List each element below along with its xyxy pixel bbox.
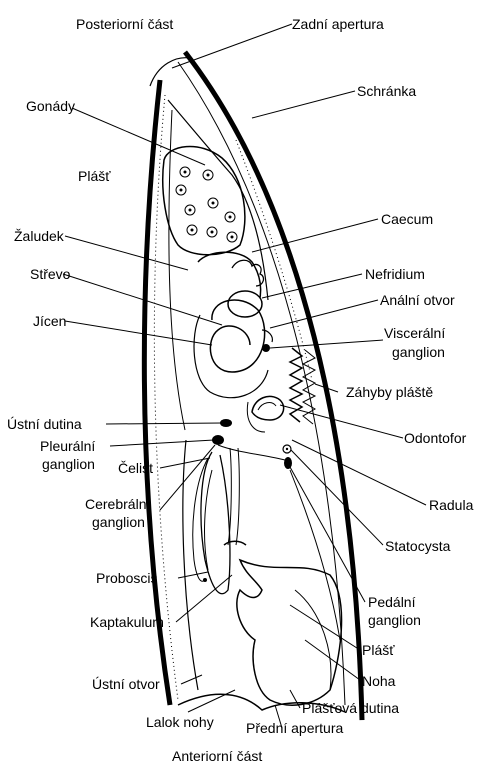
label-noha: Noha	[362, 673, 395, 689]
nefridium-shape	[228, 291, 262, 317]
label-posterior: Posteriorní část	[76, 16, 173, 32]
label-plastova-dutina: Plášťová dutina	[302, 700, 399, 716]
label-lalok-nohy: Lalok nohy	[146, 714, 214, 730]
label-plast-upper: Plášť	[78, 168, 110, 184]
label-proboscis: Proboscis	[96, 570, 157, 586]
label-cerebralni-ganglion-1: Cerebrální	[85, 496, 150, 512]
label-analni-otvor: Anální otvor	[380, 292, 455, 308]
label-predni-apertura: Přední apertura	[246, 720, 343, 736]
label-celist: Čelist	[118, 460, 153, 476]
label-zaludek: Žaludek	[14, 228, 64, 244]
label-pedalni-ganglion-1: Pedální	[368, 594, 415, 610]
label-visceralni-ganglion-1: Viscerální	[384, 325, 445, 341]
label-statocysta: Statocysta	[385, 538, 450, 554]
label-caecum: Caecum	[381, 211, 433, 227]
label-kaptakulum: Kaptakulum	[90, 614, 164, 630]
label-nefridium: Nefridium	[365, 266, 425, 282]
label-cerebralni-ganglion-2: ganglion	[92, 514, 145, 530]
label-ustni-dutina: Ústní dutina	[7, 416, 82, 432]
label-pleuralni-ganglion-2: ganglion	[42, 456, 95, 472]
label-zahyby-plaste: Záhyby pláště	[346, 384, 433, 400]
gonad-sack	[163, 146, 245, 254]
label-odontofor: Odontofor	[404, 430, 466, 446]
label-strevo: Střevo	[30, 266, 70, 282]
label-jicen: Jícen	[33, 313, 66, 329]
label-zadni-apertura: Zadní apertura	[292, 16, 384, 32]
label-pedalni-ganglion-2: ganglion	[368, 612, 421, 628]
label-radula: Radula	[429, 497, 473, 513]
caecum-loops	[232, 260, 263, 286]
label-pleuralni-ganglion-1: Pleurální	[40, 438, 95, 454]
shell-left-wall	[144, 80, 170, 705]
label-ustni-otvor: Ústní otvor	[92, 676, 160, 692]
foot	[237, 560, 342, 705]
odontophore	[252, 396, 284, 420]
label-plast-lower: Plášť	[362, 642, 394, 658]
label-anterior: Anteriorní část	[172, 748, 262, 764]
label-schranka: Schránka	[357, 83, 416, 99]
label-visceralni-ganglion-2: ganglion	[392, 344, 445, 360]
label-gonady: Gonády	[26, 98, 75, 114]
